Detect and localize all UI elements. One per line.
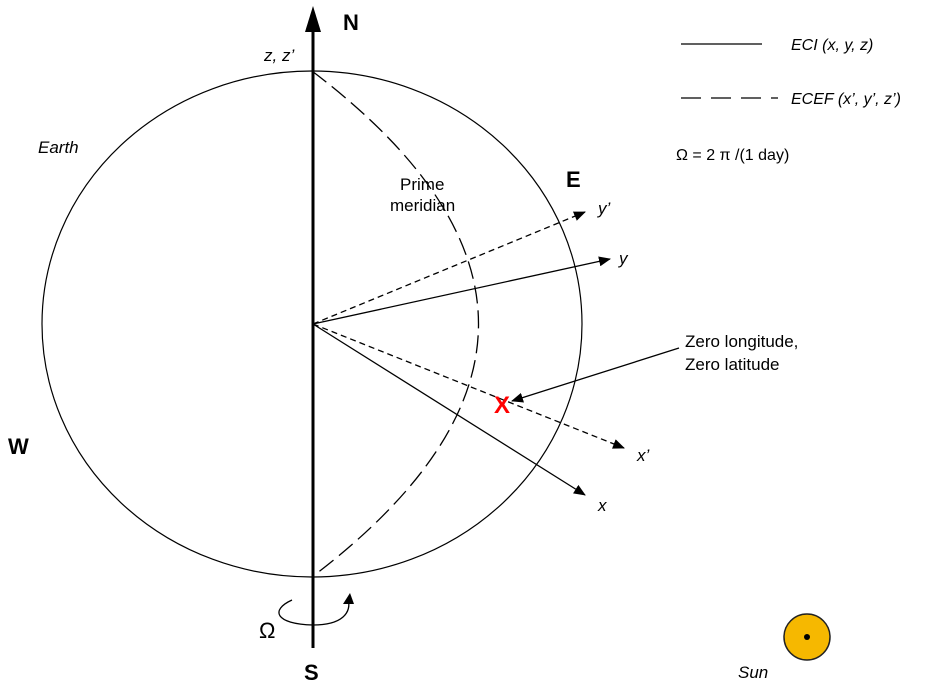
rotation-arrow [278, 597, 350, 626]
x-axis-arrow [312, 323, 586, 496]
y-axis-arrow [312, 256, 611, 325]
x-prime-label: x’ [636, 446, 650, 465]
east-label: E [566, 167, 581, 192]
earth-label: Earth [38, 138, 79, 157]
z-axis-label: z, z’ [263, 46, 294, 65]
north-label: N [343, 10, 359, 35]
zero-point-label-line1: Zero longitude, [685, 332, 798, 351]
x-label: x [597, 496, 607, 515]
x-prime-axis-arrow [312, 323, 625, 449]
south-label: S [304, 660, 319, 682]
zero-point-pointer [511, 347, 680, 403]
legend-ecef-label: ECEF (x’, y’, z’) [791, 91, 901, 108]
north-arrowhead [305, 6, 321, 32]
y-prime-label: y’ [597, 199, 611, 218]
rotation-rate-label: Ω = 2 π /(1 day) [676, 147, 789, 164]
rotation-arrowhead [343, 593, 354, 604]
y-label: y [618, 249, 629, 268]
omega-label: Ω [259, 618, 275, 643]
prime-meridian-label-line1: Prime [400, 175, 444, 194]
zero-point-marker: X [494, 392, 510, 419]
west-label: W [8, 434, 29, 459]
sun-center-dot [804, 634, 810, 640]
prime-meridian-arc [311, 70, 479, 578]
zero-point-label-line2: Zero latitude [685, 355, 780, 374]
sun-label: Sun [738, 663, 768, 682]
legend-eci-label: ECI (x, y, z) [791, 37, 873, 54]
prime-meridian-label-line2: meridian [390, 196, 455, 215]
y-prime-axis-arrow [312, 211, 586, 325]
